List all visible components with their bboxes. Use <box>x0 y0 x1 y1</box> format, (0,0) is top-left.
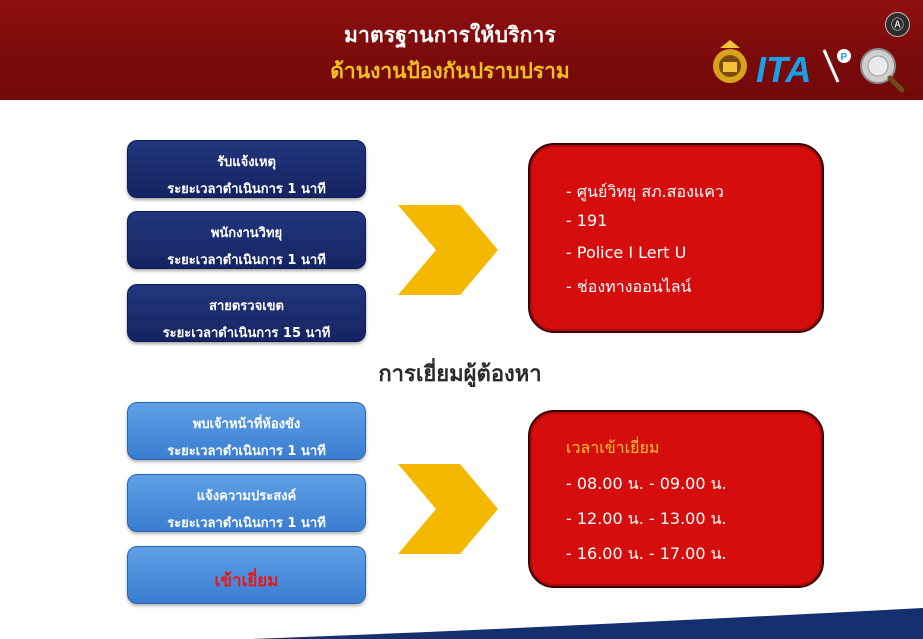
step-patrol: สายตรวจเขต ระยะเวลาดำเนินการ 15 นาที <box>127 284 366 342</box>
arrow-chevron-icon <box>398 464 498 554</box>
svg-text:ITA: ITA <box>756 49 811 90</box>
arrow-chevron-icon <box>398 205 498 295</box>
step-title: เข้าเยี่ยม <box>214 571 279 591</box>
visit-times-panel: เวลาเข้าเยี่ยม - 08.00 น. - 09.00 น. - 1… <box>528 410 824 588</box>
visit-time-label: เวลาเข้าเยี่ยม <box>566 438 660 457</box>
channels-panel: - ศูนย์วิทยุ สภ.สองแคว - 191 - Police I … <box>528 143 824 333</box>
step-duration: ระยะเวลาดำเนินการ 1 นาที <box>167 516 326 531</box>
step-title: สายตรวจเขต <box>209 299 284 314</box>
visit-time-item: - 08.00 น. - 09.00 น. <box>566 474 727 493</box>
section-heading: การเยี่ยมผู้ต้องหา <box>378 362 542 387</box>
step-title: พบเจ้าหน้าที่ห้องขัง <box>192 417 301 432</box>
visit-time-item: - 16.00 น. - 17.00 น. <box>566 544 727 563</box>
police-emblem-icon <box>713 40 747 83</box>
channel-item: - Police I Lert U <box>566 243 687 262</box>
step-duration: ระยะเวลาดำเนินการ 15 นาที <box>162 326 331 341</box>
magnifier-seal-icon <box>860 48 905 93</box>
channel-item: - ศูนย์วิทยุ สภ.สองแคว <box>566 182 724 201</box>
step-visit: เข้าเยี่ยม <box>127 546 366 604</box>
bottom-swoosh <box>0 608 923 639</box>
step-title: พนักงานวิทยุ <box>210 226 283 241</box>
step-report-incident: รับแจ้งเหตุ ระยะเวลาดำเนินการ 1 นาที <box>127 140 366 198</box>
svg-text:P: P <box>841 52 848 63</box>
translate-icon[interactable]: Ⓐ <box>885 12 910 37</box>
ita-logo: ITA P <box>756 49 851 90</box>
step-duration: ระยะเวลาดำเนินการ 1 นาที <box>167 444 326 459</box>
step-duration: ระยะเวลาดำเนินการ 1 นาที <box>167 253 326 268</box>
page-subtitle: ด้านงานป้องกันปราบปราม <box>330 59 570 83</box>
step-meet-jail-officer: พบเจ้าหน้าที่ห้องขัง ระยะเวลาดำเนินการ 1… <box>127 402 366 460</box>
page-title: มาตรฐานการให้บริการ <box>344 23 556 47</box>
step-duration: ระยะเวลาดำเนินการ 1 นาที <box>167 182 326 197</box>
logo-group: ITA P <box>713 40 905 93</box>
visit-time-item: - 12.00 น. - 13.00 น. <box>566 509 727 528</box>
step-title: รับแจ้งเหตุ <box>216 155 277 170</box>
header-bar: มาตรฐานการให้บริการ ด้านงานป้องกันปราบปร… <box>0 0 923 100</box>
step-state-purpose: แจ้งความประสงค์ ระยะเวลาดำเนินการ 1 นาที <box>127 474 366 532</box>
channel-item: - 191 <box>566 211 608 230</box>
channel-item: - ช่องทางออนไลน์ <box>566 277 692 296</box>
step-radio-officer: พนักงานวิทยุ ระยะเวลาดำเนินการ 1 นาที <box>127 211 366 269</box>
step-title: แจ้งความประสงค์ <box>196 489 297 504</box>
